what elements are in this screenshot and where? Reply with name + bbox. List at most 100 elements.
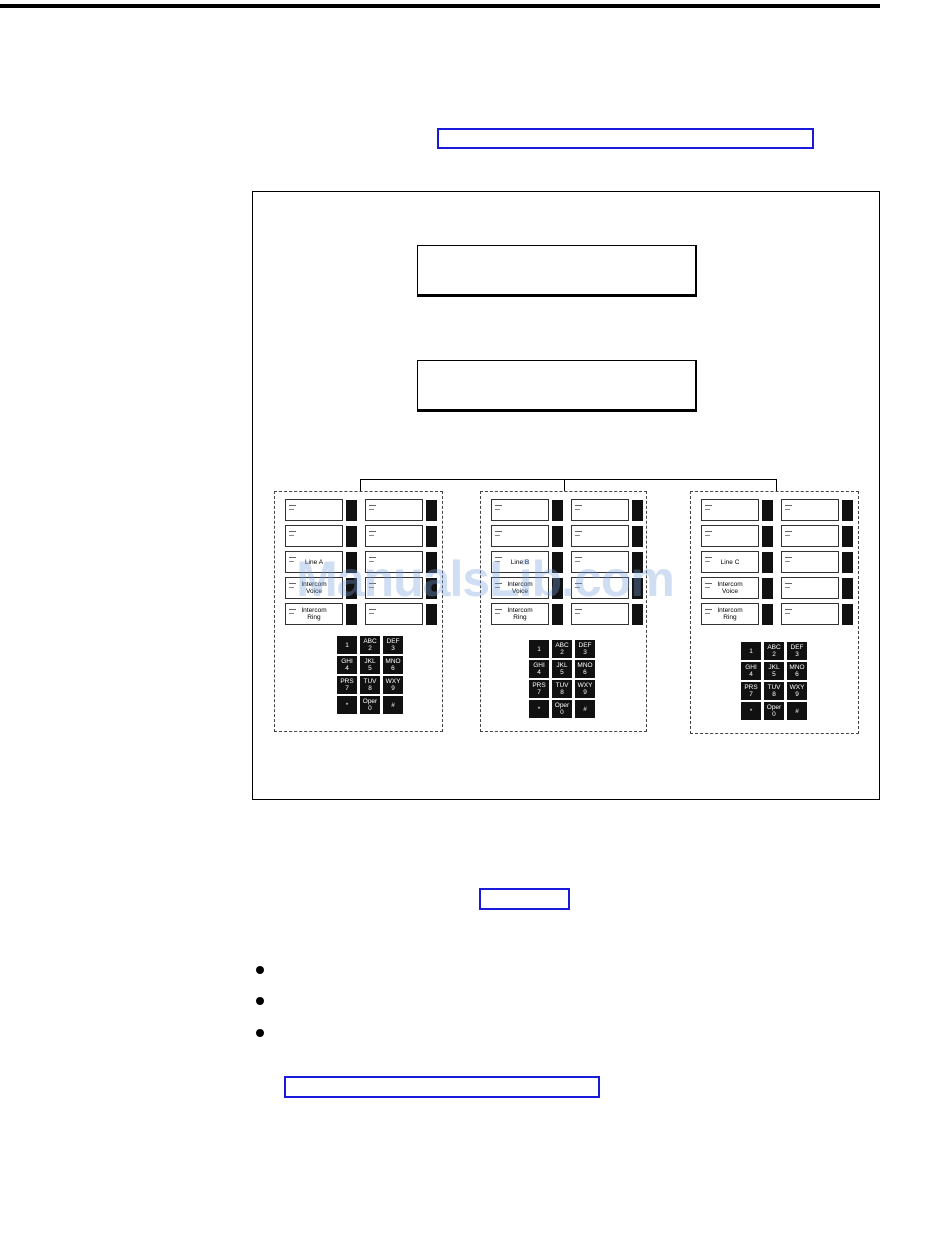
phone-b-left-button-3[interactable]: Line B xyxy=(491,551,549,573)
status-lamp xyxy=(842,578,853,599)
phone-c-key[interactable]: GHI 4 xyxy=(741,662,761,680)
phone-a-key[interactable]: GHI 4 xyxy=(337,656,357,674)
phone-c-left-button-1[interactable] xyxy=(701,499,759,521)
status-lamp xyxy=(842,552,853,573)
phone-a-left-button-2[interactable] xyxy=(285,525,343,547)
key-label: JKL 5 xyxy=(556,662,568,676)
phone-b-left-button-4[interactable]: Intercom Voice xyxy=(491,577,549,599)
phone-c-key[interactable]: 1 xyxy=(741,642,761,660)
status-lamp xyxy=(552,500,563,521)
phone-b-key[interactable]: 1 xyxy=(529,640,549,658)
status-lamp xyxy=(762,578,773,599)
connector-center xyxy=(564,479,565,491)
connector-bar xyxy=(360,479,776,480)
phone-c-key[interactable]: MNO 6 xyxy=(787,662,807,680)
phone-a-key[interactable]: JKL 5 xyxy=(360,656,380,674)
phone-c-key[interactable]: * xyxy=(741,702,761,720)
phone-b-left-button-1[interactable] xyxy=(491,499,549,521)
phone-a-left-button-3[interactable]: Line A xyxy=(285,551,343,573)
phone-c-left-button-5[interactable]: Intercom Ring xyxy=(701,603,759,625)
phone-c-right-button-3[interactable] xyxy=(781,551,839,573)
phone-c-key[interactable]: JKL 5 xyxy=(764,662,784,680)
key-label: # xyxy=(391,701,395,709)
phone-a-key[interactable]: # xyxy=(383,696,403,714)
phone-c-right-button-1[interactable] xyxy=(781,499,839,521)
phone-c-left-button-4[interactable]: Intercom Voice xyxy=(701,577,759,599)
key-label: MNO 6 xyxy=(385,658,401,672)
phone-b-key[interactable]: Oper 0 xyxy=(552,700,572,718)
phone-b-right-button-2[interactable] xyxy=(571,525,629,547)
key-label: ABC 2 xyxy=(363,638,377,652)
status-lamp xyxy=(346,552,357,573)
phone-a-left-button-1[interactable] xyxy=(285,499,343,521)
phone-a-left-button-4[interactable]: Intercom Voice xyxy=(285,577,343,599)
phone-a-right-button-4[interactable] xyxy=(365,577,423,599)
phone-a-key[interactable]: MNO 6 xyxy=(383,656,403,674)
key-label: * xyxy=(749,707,753,715)
phone-b-right-button-4[interactable] xyxy=(571,577,629,599)
phone-b-key[interactable]: TUV 8 xyxy=(552,680,572,698)
phone-c-key[interactable]: PRS 7 xyxy=(741,682,761,700)
phone-a-key[interactable]: TUV 8 xyxy=(360,676,380,694)
bullet-3 xyxy=(256,1029,264,1037)
phone-b-key[interactable]: # xyxy=(575,700,595,718)
phone-c-key[interactable]: TUV 8 xyxy=(764,682,784,700)
phone-a-key[interactable]: WXY 9 xyxy=(383,676,403,694)
key-label: GHI 4 xyxy=(533,662,545,676)
status-lamp xyxy=(426,604,437,625)
phone-b-key[interactable]: GHI 4 xyxy=(529,660,549,678)
phone-c xyxy=(690,491,859,734)
phone-a-right-button-3[interactable] xyxy=(365,551,423,573)
phone-c-left-button-2[interactable] xyxy=(701,525,759,547)
key-label: MNO 6 xyxy=(577,662,593,676)
heading-link[interactable] xyxy=(437,128,814,149)
phone-a-key[interactable]: 1 xyxy=(337,636,357,654)
phone-a-key[interactable]: PRS 7 xyxy=(337,676,357,694)
phone-c-left-button-3[interactable]: Line C xyxy=(701,551,759,573)
phone-a-right-button-2[interactable] xyxy=(365,525,423,547)
phone-a-right-button-1[interactable] xyxy=(365,499,423,521)
phone-b-key[interactable]: ABC 2 xyxy=(552,640,572,658)
phone-c-right-button-5[interactable] xyxy=(781,603,839,625)
phone-a-key[interactable]: ABC 2 xyxy=(360,636,380,654)
key-label: TUV 8 xyxy=(767,684,781,698)
phone-a-key[interactable]: DEF 3 xyxy=(383,636,403,654)
phone-c-key[interactable]: Oper 0 xyxy=(764,702,784,720)
phone-c-key[interactable]: # xyxy=(787,702,807,720)
phone-c-right-button-2[interactable] xyxy=(781,525,839,547)
status-lamp xyxy=(426,578,437,599)
connector-right xyxy=(776,479,777,491)
phone-b-key[interactable]: * xyxy=(529,700,549,718)
phone-b-left-button-5[interactable]: Intercom Ring xyxy=(491,603,549,625)
phone-c-right-button-4[interactable] xyxy=(781,577,839,599)
phone-b-right-button-5[interactable] xyxy=(571,603,629,625)
phone-c-key[interactable]: ABC 2 xyxy=(764,642,784,660)
bottom-link[interactable] xyxy=(284,1076,600,1098)
key-label: GHI 4 xyxy=(745,664,757,678)
phone-b-right-button-1[interactable] xyxy=(571,499,629,521)
key-label: # xyxy=(795,707,799,715)
phone-b-key[interactable]: JKL 5 xyxy=(552,660,572,678)
phone-c-key[interactable]: WXY 9 xyxy=(787,682,807,700)
phone-b-right-button-3[interactable] xyxy=(571,551,629,573)
button-label: Intercom Ring xyxy=(301,607,327,621)
phone-b-key[interactable]: PRS 7 xyxy=(529,680,549,698)
phone-c-key[interactable]: DEF 3 xyxy=(787,642,807,660)
phone-a-left-button-5[interactable]: Intercom Ring xyxy=(285,603,343,625)
phone-b-key[interactable]: MNO 6 xyxy=(575,660,595,678)
status-lamp xyxy=(552,578,563,599)
bullet-2 xyxy=(256,997,264,1005)
phone-b-key[interactable]: WXY 9 xyxy=(575,680,595,698)
status-lamp xyxy=(632,526,643,547)
phone-b-left-button-2[interactable] xyxy=(491,525,549,547)
phone-a-key[interactable]: Oper 0 xyxy=(360,696,380,714)
phone-b-key[interactable]: DEF 3 xyxy=(575,640,595,658)
figure-caption-link[interactable] xyxy=(479,888,570,910)
phone-a-key[interactable]: * xyxy=(337,696,357,714)
phone-a-right-button-5[interactable] xyxy=(365,603,423,625)
status-lamp xyxy=(552,526,563,547)
status-lamp xyxy=(346,500,357,521)
status-lamp xyxy=(426,500,437,521)
key-label: MNO 6 xyxy=(789,664,805,678)
status-lamp xyxy=(552,552,563,573)
